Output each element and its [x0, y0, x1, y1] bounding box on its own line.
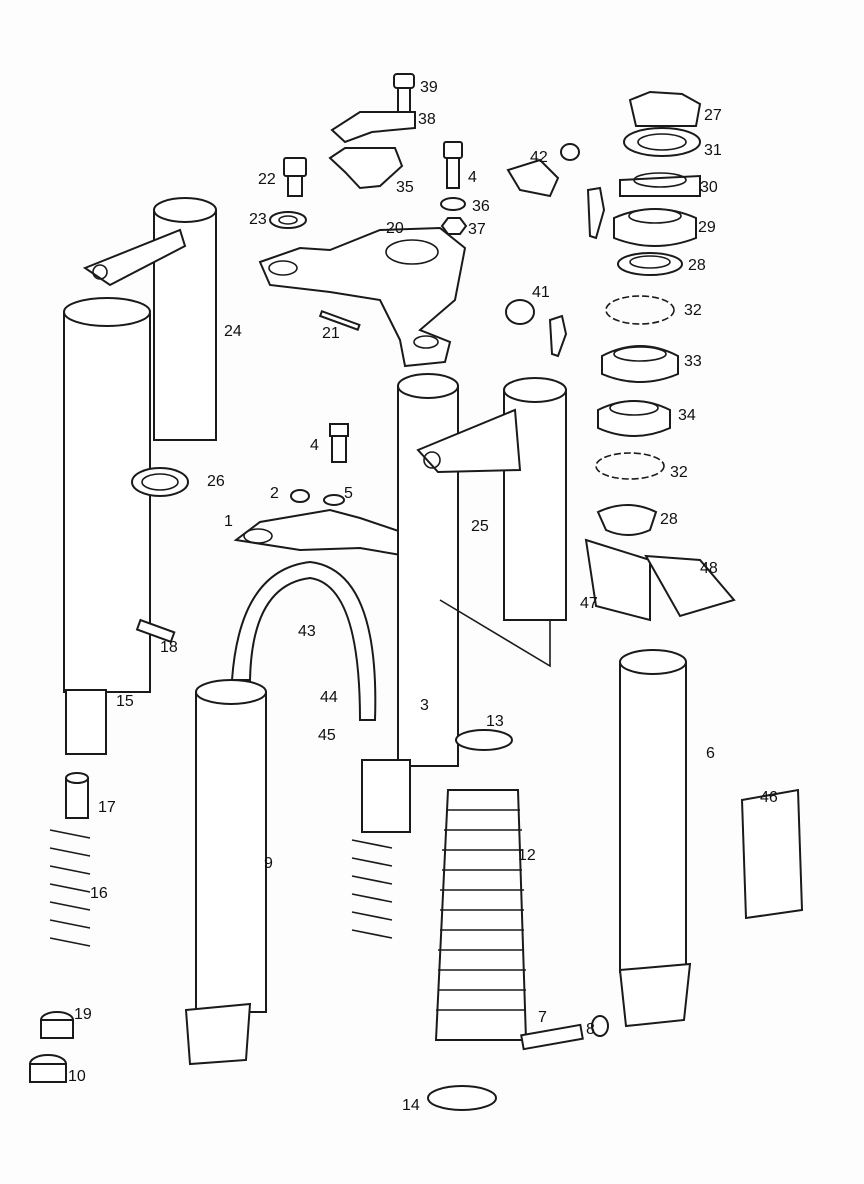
part-rubber-boot — [427, 729, 528, 1111]
label-41: 41 — [532, 284, 550, 301]
label-44: 44 — [320, 689, 338, 706]
label-39: 39 — [420, 79, 438, 96]
part-left-fork — [29, 197, 217, 1083]
label-32: 32 — [684, 302, 702, 319]
label-43: 43 — [298, 623, 316, 640]
part-clamp-bolt — [328, 73, 416, 190]
part-labels: 39 38 35 22 23 4 36 37 42 27 31 30 29 28… — [68, 79, 778, 1114]
label-16: 16 — [90, 885, 108, 902]
label-14: 14 — [402, 1097, 420, 1114]
part-lock — [505, 143, 606, 358]
label-19: 19 — [74, 1006, 92, 1023]
label-10: 10 — [68, 1068, 86, 1085]
label-12: 12 — [518, 847, 536, 864]
label-31: 31 — [704, 142, 722, 159]
label-28: 28 — [688, 257, 706, 274]
label-46: 46 — [760, 789, 778, 806]
part-lower-clamp-fender — [230, 423, 442, 721]
label-23: 23 — [249, 211, 267, 228]
label-30: 30 — [700, 179, 718, 196]
label-24: 24 — [224, 323, 242, 340]
label-33: 33 — [684, 353, 702, 370]
label-3: 3 — [420, 697, 429, 714]
part-lower-legs — [184, 649, 692, 1066]
label-26: 26 — [207, 473, 225, 490]
label-9: 9 — [264, 855, 273, 872]
part-center-fork — [351, 373, 567, 939]
label-48: 48 — [700, 560, 718, 577]
label-42: 42 — [530, 149, 548, 166]
part-headset-stack — [595, 90, 702, 536]
part-upper-clamp — [258, 226, 467, 368]
label-32b: 32 — [670, 464, 688, 481]
label-4b: 4 — [310, 437, 319, 454]
label-13: 13 — [486, 713, 504, 730]
label-8: 8 — [586, 1021, 595, 1038]
label-4: 4 — [468, 169, 477, 186]
label-22: 22 — [258, 171, 276, 188]
label-2: 2 — [270, 485, 279, 502]
label-37: 37 — [468, 221, 486, 238]
label-28b: 28 — [660, 511, 678, 528]
label-18: 18 — [160, 639, 178, 656]
label-21: 21 — [322, 325, 340, 342]
label-6: 6 — [706, 745, 715, 762]
label-17: 17 — [98, 799, 116, 816]
label-20: 20 — [386, 220, 404, 237]
label-1: 1 — [224, 513, 233, 530]
label-45: 45 — [318, 727, 336, 744]
label-35: 35 — [396, 179, 414, 196]
label-25: 25 — [471, 518, 489, 535]
label-47: 47 — [580, 595, 598, 612]
label-15: 15 — [116, 693, 134, 710]
label-5: 5 — [344, 485, 353, 502]
label-36: 36 — [472, 198, 490, 215]
label-7: 7 — [538, 1009, 547, 1026]
part-bolt-reflectors — [520, 538, 804, 1051]
label-27: 27 — [704, 107, 722, 124]
label-29: 29 — [698, 219, 716, 236]
label-34: 34 — [678, 407, 696, 424]
label-38: 38 — [418, 111, 436, 128]
